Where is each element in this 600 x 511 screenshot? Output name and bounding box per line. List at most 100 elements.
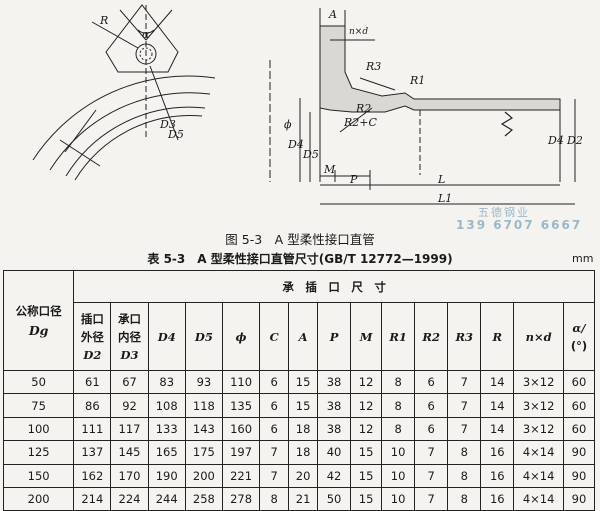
table-cell: 133 [147,416,186,442]
table-cell: 3×12 [513,393,564,418]
table-cell: 18 [288,416,319,442]
table-cell: 175 [184,440,224,465]
table-cell: 3×12 [513,416,564,442]
table-cell: 221 [221,463,261,488]
watermark-line1: 五德钢业 [478,206,530,219]
header-nominal-diameter: 公称口径 Dg [2,270,75,371]
table-cell: 165 [147,440,186,465]
table-cell: 7 [414,440,449,465]
table-cell: 15 [350,486,383,511]
flange-inner-arc [65,106,206,177]
table-cell: 7 [414,463,449,488]
header-socket-id: 承口 内径 D3 [110,302,149,371]
table-cell: 86 [73,393,112,418]
table-cell: 15 [288,369,319,395]
header-d2-line2: 外径 [80,329,104,344]
table-cell: 160 [221,416,261,442]
table-cell: 125 [2,440,75,465]
table-cell: 224 [110,486,149,511]
table-cell: 7 [259,463,290,488]
table-cell: 135 [221,393,261,418]
table-cell: 117 [110,416,149,442]
table-cell: 258 [184,486,224,511]
table-cell: 8 [259,486,290,511]
table-cell: 214 [73,486,112,511]
table-cell: 108 [147,393,186,418]
table-cell: 15 [350,463,383,488]
header-nominal-symbol: Dg [28,323,49,338]
table-cell: 14 [480,416,515,442]
table-cell: 118 [184,393,224,418]
header-d3-line2: 内径 [118,329,142,344]
header-socket-dimensions: 承 插 口 尺 寸 [73,270,595,303]
header-d5: D5 [184,302,224,371]
table-cell: 90 [562,440,596,465]
table-unit: mm [572,252,594,265]
header-r1: R1 [381,302,416,371]
flange-outer-arc [32,75,216,161]
table-cell: 7 [259,440,290,465]
table-cell: 10 [381,440,416,465]
label-r: R [99,14,108,27]
table-cell: 38 [317,369,352,395]
label-d3: D3 [159,118,176,131]
table-cell: 8 [447,463,482,488]
watermark-line2: 139 6707 6667 [456,218,583,232]
table-cell: 90 [562,486,596,511]
header-alpha: α/ (°) [562,302,596,371]
table-cell: 197 [221,440,261,465]
table-cell: 137 [73,440,112,465]
header-alpha-line1: α/ [572,320,586,335]
label-r2: R2 [355,102,371,115]
table-cell: 4×14 [513,463,564,488]
table-cell: 14 [480,393,515,418]
table-cell: 4×14 [513,486,564,511]
table-cell: 75 [2,393,75,418]
header-r3: R3 [447,302,482,371]
table-cell: 92 [110,393,149,418]
bolt-lug [105,4,179,73]
table-cell: 21 [288,486,319,511]
table-cell: 16 [480,486,515,511]
table-cell: 6 [259,393,290,418]
header-a: A [288,302,319,371]
table-cell: 8 [447,440,482,465]
table-cell: 162 [73,463,112,488]
header-nxd: n×d [513,302,564,371]
table-cell: 42 [317,463,352,488]
table-cell: 200 [184,463,224,488]
table-cell: 110 [221,369,261,395]
header-d2-line1: 插口 [80,311,104,326]
table-cell: 83 [147,369,186,395]
table-cell: 10 [381,486,416,511]
label-d5-left: D5 [167,128,184,141]
table-cell: 8 [381,416,416,442]
table-cell: 20 [288,463,319,488]
table-cell: 38 [317,416,352,442]
table-cell: 50 [317,486,352,511]
table-cell: 3×12 [513,369,564,395]
label-nxd: n×d [349,27,368,37]
header-m: M [350,302,383,371]
table-cell: 50 [2,369,75,395]
table-cell: 8 [381,369,416,395]
table-cell: 38 [317,393,352,418]
header-d2-symbol: D2 [83,347,102,362]
table-cell: 4×14 [513,440,564,465]
table-cell: 16 [480,440,515,465]
table-cell: 244 [147,486,186,511]
label-p: P [349,173,358,186]
table-cell: 6 [414,416,449,442]
table-cell: 60 [562,416,596,442]
table-cell: 7 [447,369,482,395]
label-a: A [328,8,337,21]
table-cell: 6 [414,393,449,418]
table-cell: 145 [110,440,149,465]
label-r1: R1 [409,74,425,87]
header-r: R [480,302,515,371]
table-cell: 18 [288,440,319,465]
table-cell: 143 [184,416,224,442]
